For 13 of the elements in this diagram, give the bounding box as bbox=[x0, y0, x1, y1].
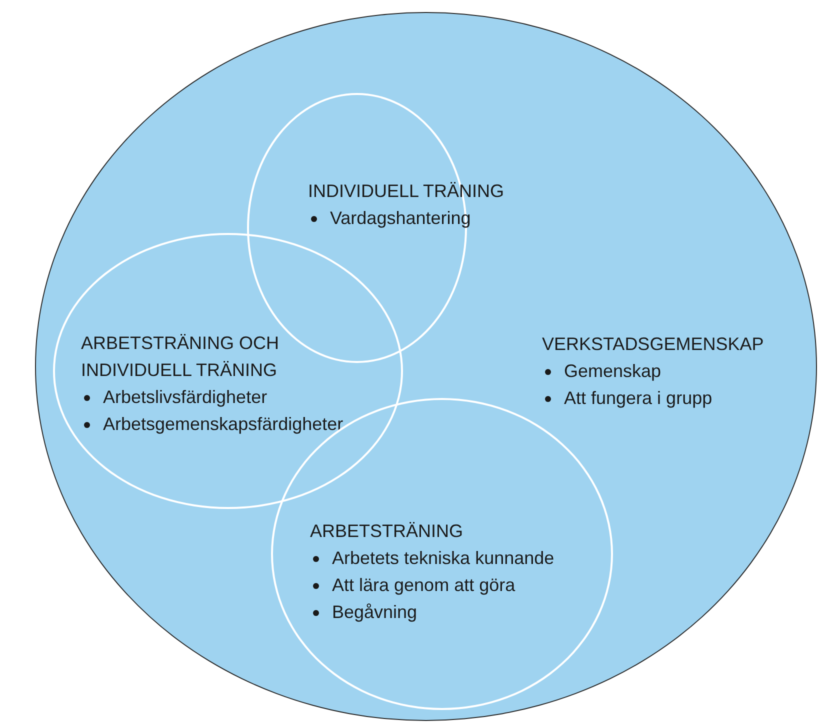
heading-text: ARBETSTRÄNING OCH INDIVIDUELL TRÄNING bbox=[81, 332, 280, 382]
list-item-text: Att lära genom att göra bbox=[332, 574, 516, 597]
heading-text: ARBETSTRÄNING bbox=[310, 520, 464, 543]
list-item-text: Att fungera i grupp bbox=[564, 387, 714, 410]
heading-text: INDIVIDUELL TRÄNING bbox=[308, 180, 506, 203]
heading-text: VERKSTADSGEMENSKAP bbox=[542, 333, 765, 356]
list-item-text: Arbetsgemenskapsfärdigheter bbox=[103, 413, 344, 436]
circle-region bbox=[53, 233, 403, 509]
list-item-text: Arbetets tekniska kunnande bbox=[332, 547, 554, 570]
list-item-text: Vardagshantering bbox=[330, 207, 472, 230]
list-item-text: Gemenskap bbox=[564, 360, 662, 383]
list-item-text: Arbetslivsfärdigheter bbox=[103, 386, 268, 409]
list-item-text: Begåvning bbox=[332, 601, 418, 624]
